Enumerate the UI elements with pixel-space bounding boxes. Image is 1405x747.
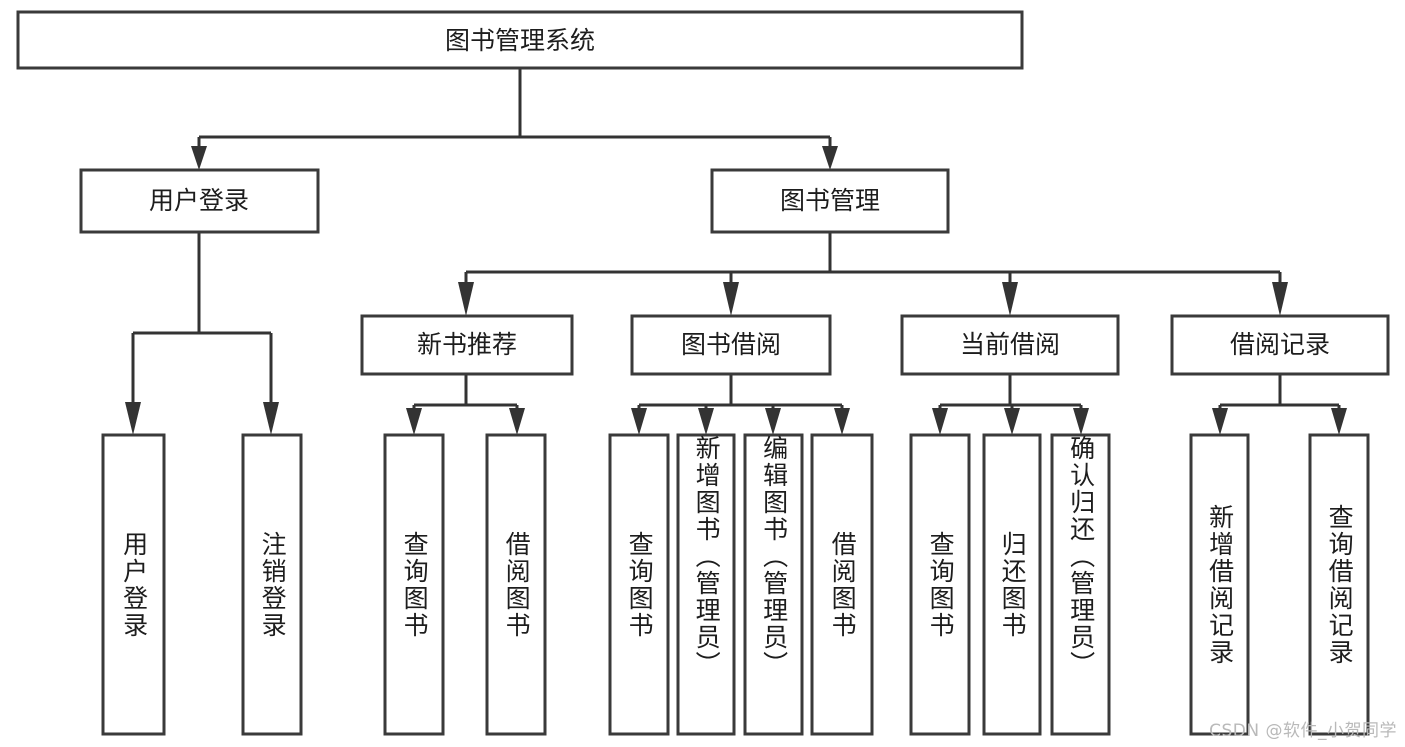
watermark-text: CSDN @软件_小贺同学	[1209, 721, 1397, 741]
arrow-to-leaf-add-record	[1212, 408, 1228, 435]
connectors-root-to-level2	[191, 68, 838, 170]
node-book-manage-label: 图书管理	[780, 186, 880, 215]
arrow-to-new-book-recommend	[458, 282, 474, 316]
leaf-box-logout-login[interactable]	[241, 433, 303, 736]
node-user-login-label: 用户登录	[149, 186, 249, 215]
node-book-borrow-box[interactable]	[630, 314, 832, 376]
leaf-box-add-record[interactable]	[1189, 433, 1250, 736]
arrow-to-leaf-user-login	[125, 402, 141, 435]
arrow-to-leaf-edit-book	[765, 408, 781, 435]
arrow-to-leaf-logout-login	[263, 402, 279, 435]
node-book-borrow-label: 图书借阅	[681, 330, 781, 359]
arrow-to-current-borrow	[1002, 282, 1018, 316]
node-borrow-record-label: 借阅记录	[1230, 330, 1330, 359]
arrow-to-leaf-query-book-1	[406, 408, 422, 435]
node-borrow-record[interactable]: 借阅记录	[1170, 314, 1390, 376]
leaf-box-user-login[interactable]	[101, 433, 166, 736]
arrow-to-leaf-add-book	[698, 408, 714, 435]
leaf-box-query-book-1[interactable]	[383, 433, 445, 736]
arrow-to-leaf-query-record	[1331, 408, 1347, 435]
node-book-manage[interactable]: 图书管理	[710, 168, 950, 234]
node-new-book-recommend-label: 新书推荐	[417, 330, 517, 359]
arrow-to-leaf-borrow-book-2	[834, 408, 850, 435]
leaf-box-return-book[interactable]	[982, 433, 1042, 736]
connectors-user-login-to-leaves	[125, 232, 279, 435]
node-root[interactable]: 图书管理系统	[16, 10, 1024, 70]
node-root-box[interactable]	[16, 10, 1024, 70]
node-current-borrow-label: 当前借阅	[960, 330, 1060, 359]
node-book-manage-box[interactable]	[710, 168, 950, 234]
node-borrow-record-box[interactable]	[1170, 314, 1390, 376]
arrow-to-book-borrow	[723, 282, 739, 316]
leaf-box-query-book-3[interactable]	[909, 433, 971, 736]
connectors-current-borrow-to-leaves	[932, 374, 1089, 435]
node-current-borrow-box[interactable]	[900, 314, 1120, 376]
leaf-boxes	[101, 433, 1370, 736]
connectors-book-borrow-to-leaves	[631, 374, 850, 435]
arrow-to-book-manage	[822, 146, 838, 170]
leaf-box-add-book[interactable]	[676, 433, 736, 736]
connectors-new-book-recommend-to-leaves	[406, 374, 525, 435]
arrow-to-leaf-confirm-return	[1073, 408, 1089, 435]
arrow-to-leaf-borrow-book-1	[509, 408, 525, 435]
leaf-box-borrow-book-1[interactable]	[485, 433, 547, 736]
arrow-to-leaf-query-book-2	[631, 408, 647, 435]
node-book-borrow[interactable]: 图书借阅	[630, 314, 832, 376]
node-new-book-recommend-box[interactable]	[360, 314, 574, 376]
arrow-to-user-login	[191, 146, 207, 170]
leaf-box-edit-book[interactable]	[743, 433, 804, 736]
arrow-to-borrow-record	[1272, 282, 1288, 316]
leaf-box-query-record[interactable]	[1308, 433, 1370, 736]
node-root-label: 图书管理系统	[445, 26, 595, 55]
node-user-login-box[interactable]	[79, 168, 320, 234]
arrow-to-leaf-query-book-3	[932, 408, 948, 435]
connectors-book-manage-to-level3	[458, 232, 1288, 316]
node-new-book-recommend[interactable]: 新书推荐	[360, 314, 574, 376]
leaf-box-borrow-book-2[interactable]	[810, 433, 874, 736]
leaf-box-query-book-2[interactable]	[608, 433, 670, 736]
connectors-borrow-record-to-leaves	[1212, 374, 1347, 435]
arrow-to-leaf-return-book	[1004, 408, 1020, 435]
leaf-box-confirm-return[interactable]	[1050, 433, 1111, 736]
node-user-login[interactable]: 用户登录	[79, 168, 320, 234]
node-current-borrow[interactable]: 当前借阅	[900, 314, 1120, 376]
